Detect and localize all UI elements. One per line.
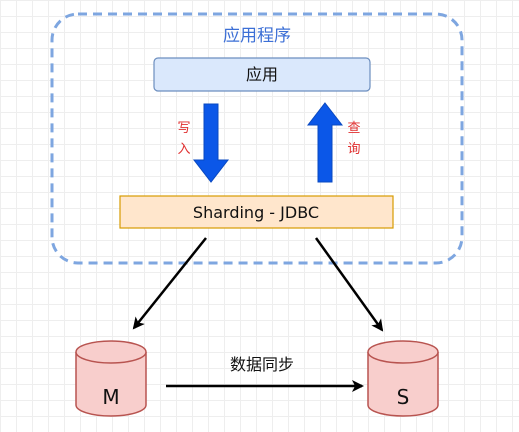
write-label-char-2: 入 [177,142,190,157]
query-label-char-1: 查 [347,121,360,136]
slave-database: S [367,340,439,417]
edge-to-slave [314,237,384,332]
sharding-jdbc-box [119,195,394,229]
query-arrow [306,102,344,183]
application-container [50,12,464,265]
write-label-char-1: 写 [177,121,190,136]
query-label-char-2: 询 [347,142,360,157]
data-sync-label: 数据同步 [230,355,294,374]
master-database: M [75,340,147,417]
app-box [153,57,371,92]
master-database-label: M [102,385,119,409]
container-label: 应用程序 [223,26,291,46]
write-arrow [192,103,230,183]
sharding-jdbc-label: Sharding - JDBC [193,203,319,222]
slave-database-label: S [397,385,410,409]
app-box-label: 应用 [246,65,278,84]
edge-to-master [132,237,207,330]
